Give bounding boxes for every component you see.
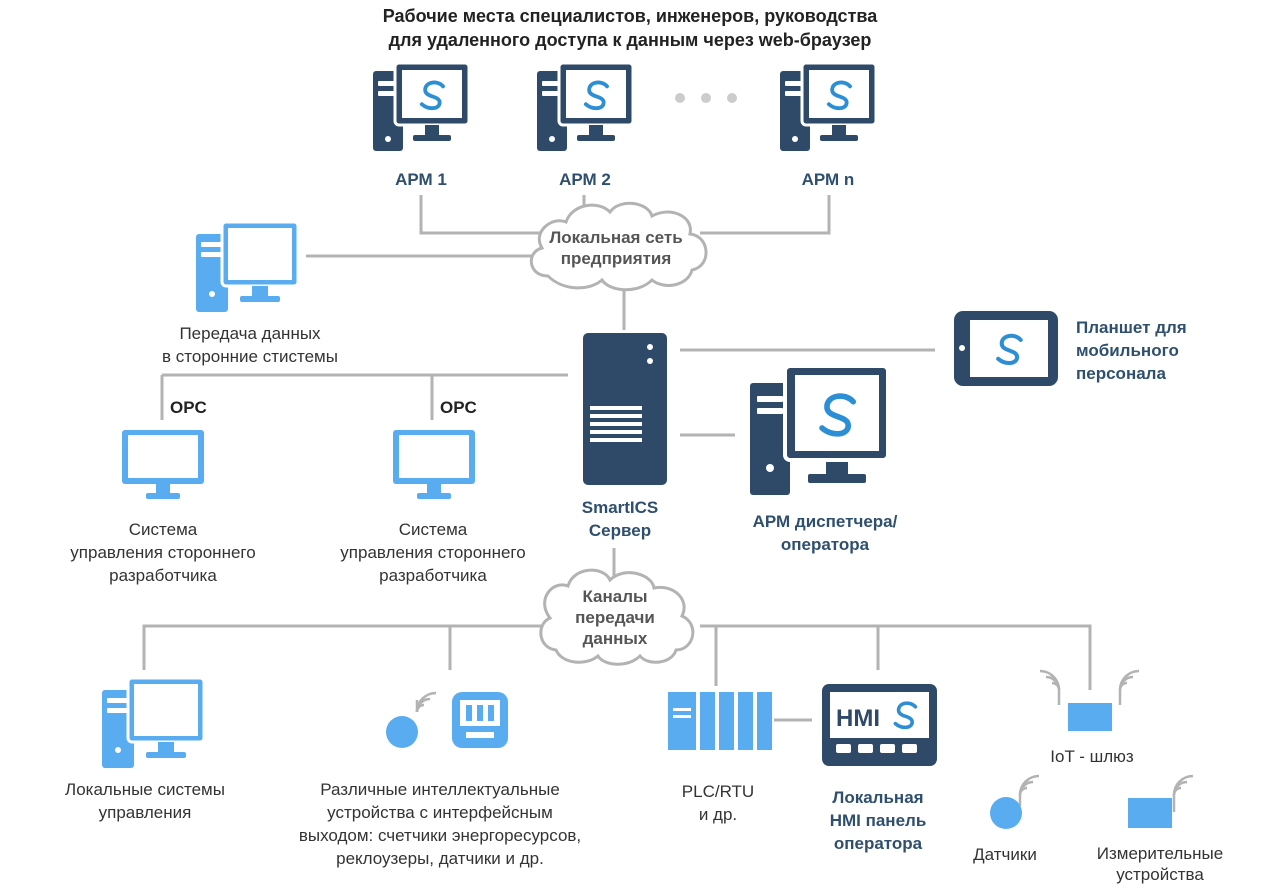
server-label: SmartICS Сервер bbox=[560, 496, 680, 542]
workstation-2-label: АРМ 2 bbox=[559, 170, 611, 189]
hmi-line-3: оператора bbox=[833, 834, 923, 853]
smart-devices-line-2: устройства с интерфейсным bbox=[327, 803, 553, 822]
dispatcher-line-2: оператора bbox=[780, 535, 870, 554]
tablet-line-1: Планшет для bbox=[1076, 318, 1187, 337]
hmi-screen-text: HMI bbox=[836, 705, 880, 732]
third-party-label-1: Система управления стороннего разработчи… bbox=[52, 518, 274, 587]
hmi-panel-icon: HMI bbox=[822, 684, 937, 766]
channels-cloud-line-2: передачи bbox=[575, 608, 655, 627]
dispatcher-workstation-icon bbox=[750, 364, 890, 495]
dispatcher-label: АРМ диспетчера/ оператора bbox=[730, 510, 920, 556]
ellipsis-icon bbox=[675, 93, 737, 103]
channels-cloud-label: Каналы передачи данных bbox=[555, 586, 675, 649]
workstation-2-icon bbox=[537, 63, 633, 151]
energy-meter-icon bbox=[452, 692, 508, 748]
lan-cloud-line-1: Локальная сеть bbox=[549, 228, 683, 247]
data-transfer-workstation-icon bbox=[194, 220, 300, 314]
channels-cloud-line-1: Каналы bbox=[582, 587, 648, 606]
lan-cloud-label: Локальная сеть предприятия bbox=[536, 227, 696, 269]
plc-line-2: и др. bbox=[698, 805, 738, 824]
local-control-line-2: управления bbox=[98, 803, 192, 822]
hmi-line-2: HMI панель bbox=[829, 811, 927, 830]
smart-devices-line-4: реклоузеры, датчики и др. bbox=[336, 849, 544, 868]
sensors-label: Датчики bbox=[973, 845, 1037, 864]
header-line-2: для удаленного доступа к данным через we… bbox=[388, 30, 872, 50]
lan-cloud-line-2: предприятия bbox=[560, 249, 672, 268]
meters-line-1: Измерительные bbox=[1096, 844, 1224, 863]
third-party-label-2: Система управления стороннего разработчи… bbox=[322, 518, 544, 587]
third-party-monitor-1-icon bbox=[122, 430, 204, 499]
data-transfer-line-1: Передача данных bbox=[179, 324, 321, 343]
iot-label: IoT - шлюз bbox=[1050, 747, 1134, 766]
header-line-1: Рабочие места специалистов, инженеров, р… bbox=[382, 6, 878, 26]
smart-devices-line-1: Различные интеллектуальные bbox=[320, 780, 560, 799]
server-icon bbox=[583, 333, 667, 485]
meters-label: Измерительные устройства bbox=[1080, 843, 1240, 885]
plc-rtu-icon bbox=[668, 692, 772, 750]
workstation-n-label: АРМ n bbox=[801, 170, 855, 189]
third-party-1-line-1: Система bbox=[128, 520, 198, 539]
plc-label: PLC/RTU и др. bbox=[658, 780, 778, 826]
third-party-2-line-1: Система bbox=[398, 520, 468, 539]
dispatcher-line-1: АРМ диспетчера/ bbox=[752, 512, 898, 531]
tablet-label: Планшет для мобильного персонала bbox=[1076, 316, 1226, 385]
opc-label-1: OPC bbox=[170, 398, 207, 417]
meters-line-2: устройства bbox=[1116, 865, 1204, 884]
third-party-1-line-3: разработчика bbox=[109, 566, 217, 585]
local-control-workstation-icon bbox=[100, 676, 206, 770]
lan-cloud-icon bbox=[530, 201, 708, 292]
workstation-1-icon bbox=[373, 63, 469, 151]
sensor-icon bbox=[990, 774, 1041, 829]
third-party-2-line-3: разработчика bbox=[379, 566, 487, 585]
third-party-2-line-2: управления стороннего bbox=[340, 543, 526, 562]
channels-cloud-icon bbox=[539, 568, 695, 666]
plc-line-1: PLC/RTU bbox=[681, 782, 755, 801]
workstation-n-icon bbox=[780, 63, 876, 151]
third-party-monitor-2-icon bbox=[393, 430, 475, 499]
measuring-device-icon bbox=[1128, 774, 1195, 828]
wireless-sensor-icon bbox=[386, 691, 438, 748]
smart-devices-line-3: выходом: счетчики энергоресурсов, bbox=[298, 826, 582, 845]
data-transfer-line-2: в сторонние стистемы bbox=[162, 347, 338, 366]
smart-devices-label: Различные интеллектуальные устройства с … bbox=[270, 778, 610, 870]
hmi-line-1: Локальная bbox=[832, 788, 924, 807]
tablet-line-2: мобильного bbox=[1076, 341, 1179, 360]
header-title: Рабочие места специалистов, инженеров, р… bbox=[300, 4, 960, 52]
connector-lines bbox=[142, 195, 1092, 722]
tablet-icon bbox=[954, 311, 1058, 386]
server-line-1: SmartICS bbox=[581, 498, 659, 517]
data-transfer-label: Передача данных в сторонние стистемы bbox=[140, 322, 360, 368]
third-party-1-line-2: управления стороннего bbox=[70, 543, 256, 562]
server-line-2: Сервер bbox=[588, 521, 652, 540]
workstation-1-label: АРМ 1 bbox=[395, 170, 447, 189]
tablet-line-3: персонала bbox=[1076, 364, 1166, 383]
hmi-label: Локальная HMI панель оператора bbox=[808, 786, 948, 855]
local-control-line-1: Локальные системы bbox=[65, 780, 225, 799]
channels-cloud-line-3: данных bbox=[582, 629, 648, 648]
local-control-label: Локальные системы управления bbox=[40, 778, 250, 824]
opc-label-2: OPC bbox=[440, 398, 477, 417]
iot-gateway-icon bbox=[1038, 669, 1141, 731]
